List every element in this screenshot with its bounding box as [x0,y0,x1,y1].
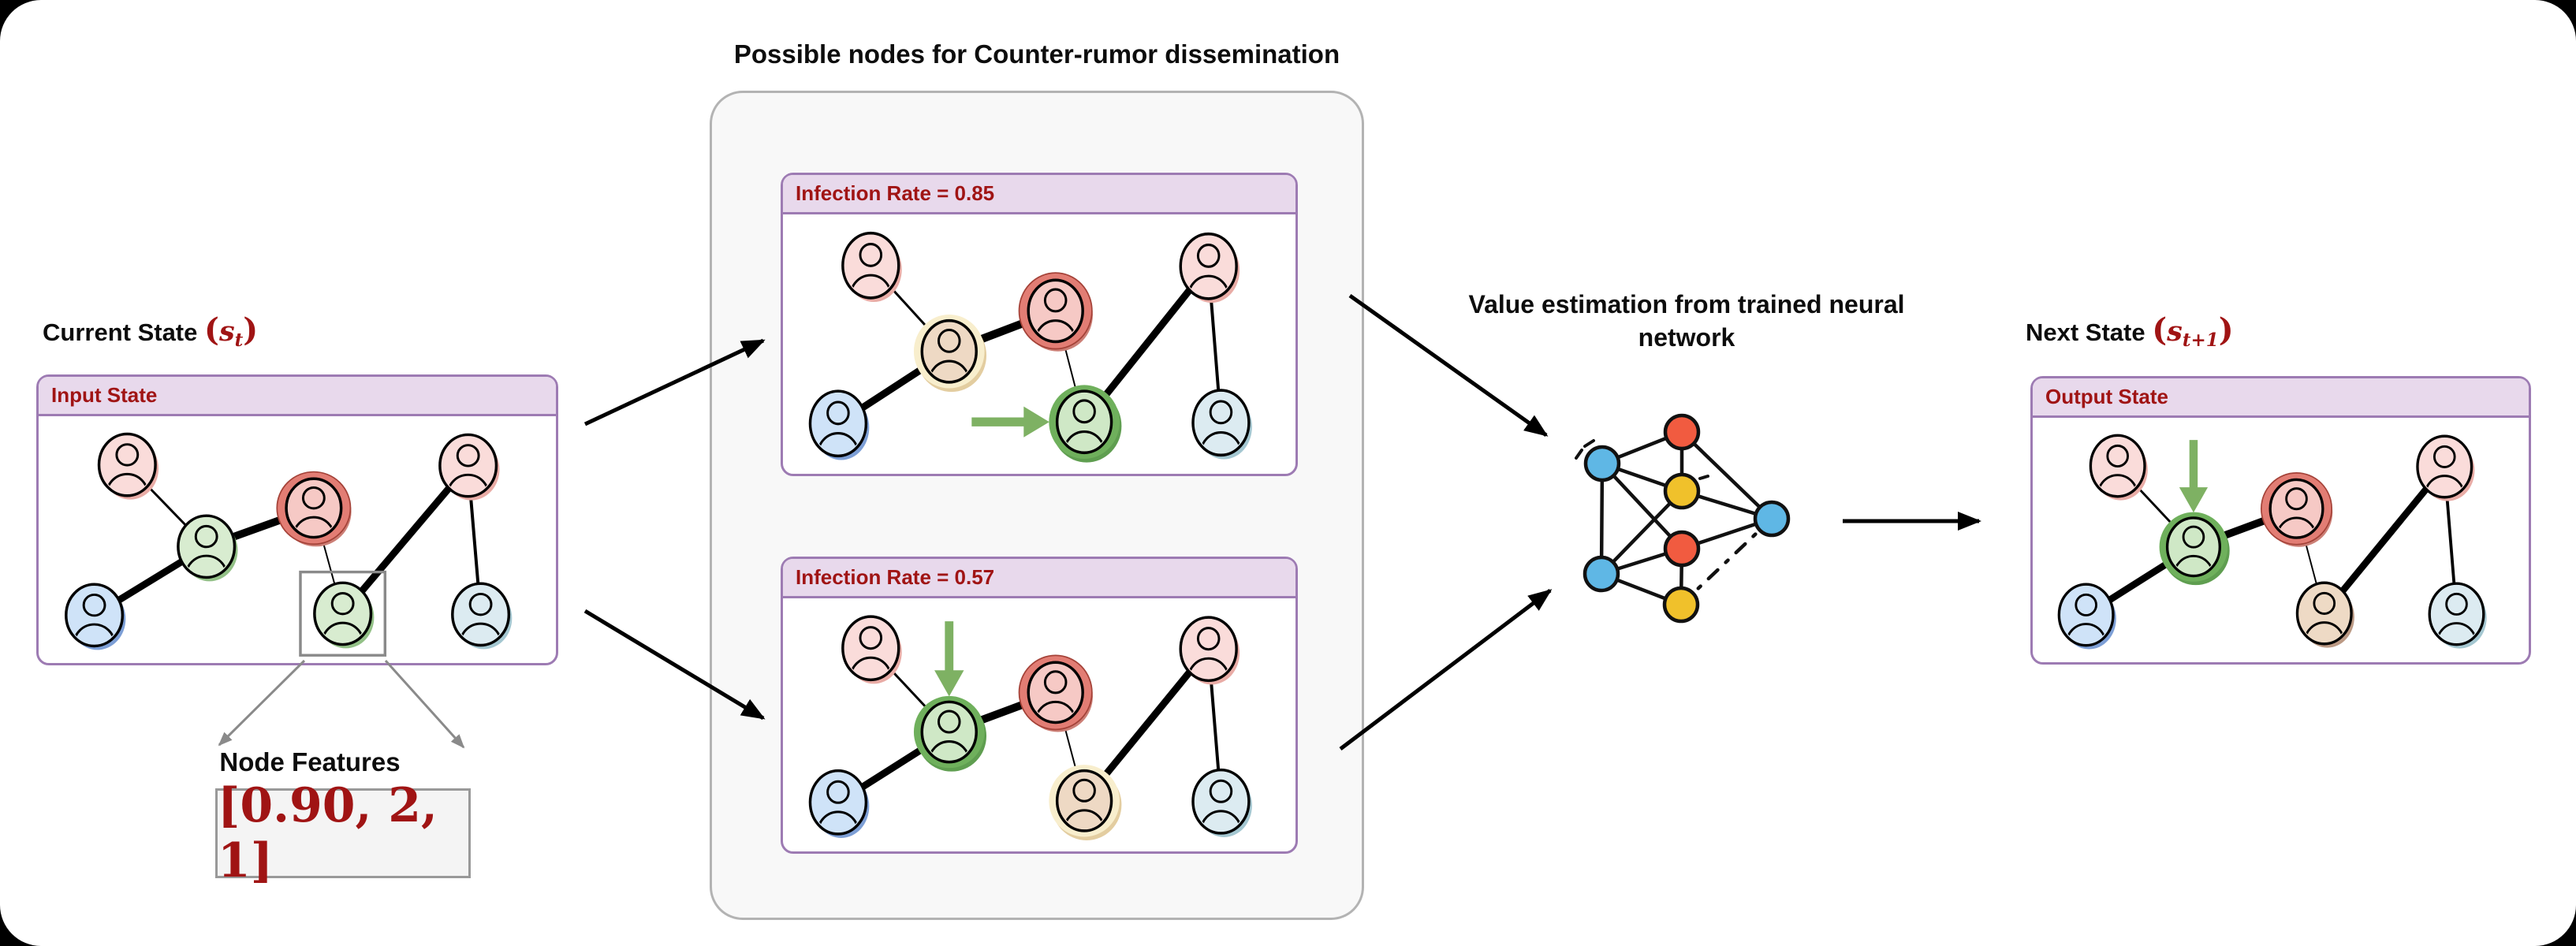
input-state-graph [65,432,513,657]
infection-rate-057-label: Infection Rate = 0.57 [796,565,995,589]
person-node-green-ring [913,695,987,772]
person-node-green [177,514,238,582]
person-node-blue [808,769,870,838]
value-estimation-title: Value estimation from trained neural net… [1468,290,1905,352]
infection-rate-085-graph [808,231,1252,463]
input-state-header: Input State [39,377,556,416]
output-state-header: Output State [2033,378,2529,418]
person-node-pink [841,615,902,684]
person-node-pink [1179,616,1240,685]
person-node-red-ring [1018,654,1093,732]
infection-rate-085-panel: Infection Rate = 0.85 [781,173,1298,476]
person-node-blue [65,583,126,650]
person-node-red-ring [2261,472,2333,547]
current-state-label: Current State [43,318,198,346]
output-state-panel: Output State [2030,376,2531,665]
person-node-pink [2416,434,2475,501]
person-node-pink [1179,232,1240,304]
infection-rate-085-label: Infection Rate = 0.85 [796,181,995,205]
person-node-green-ring [2159,512,2230,586]
person-node-pink [841,231,902,303]
person-node-lightblue [2428,582,2487,649]
counter-rumor-arrow [971,406,1049,438]
output-state-header-label: Output State [2045,385,2168,408]
counter-rumor-arrow [934,621,964,697]
person-node-blue [808,389,870,460]
neural-network-icon [1575,413,1791,624]
person-node-red-ring [276,471,352,547]
person-node-red-ring [1018,272,1093,352]
next-state-title: Next State (st+1) [2026,311,2234,352]
person-node-lightblue [451,582,513,650]
person-node-tan-ring [913,314,987,393]
person-node-tan-ring [1049,765,1122,840]
input-state-header-label: Input State [51,383,158,407]
next-state-math: (st+1) [2152,311,2234,352]
person-node-lightblue [1191,389,1252,460]
person-node-green-ring [1049,385,1122,463]
person-node-lightblue [1191,768,1252,837]
node-features-label: Node Features [219,747,401,777]
person-node-tan [2295,581,2354,648]
possible-nodes-title: Possible nodes for Counter-rumor dissemi… [733,39,1340,69]
infection-rate-057-panel: Infection Rate = 0.57 [781,557,1298,854]
infection-rate-057-graph [808,615,1252,840]
output-state-graph [2057,434,2487,650]
person-node-pink [97,432,159,500]
current-state-title: Current State (st) [43,311,259,352]
input-state-panel: Input State [36,374,558,665]
person-node-green [313,581,375,649]
node-features-value: [0.90, 2, 1] [218,778,438,888]
infection-rate-085-header: Infection Rate = 0.85 [783,175,1295,214]
node-features-value-box: [0.90, 2, 1] [215,778,471,888]
person-node-pink [2089,434,2148,501]
infection-rate-057-header: Infection Rate = 0.57 [783,559,1295,598]
counter-rumor-arrow [2179,440,2209,513]
person-node-blue [2057,583,2116,650]
current-state-math: (st) [204,311,259,352]
person-node-pink [438,433,500,501]
next-state-label: Next State [2026,318,2145,346]
